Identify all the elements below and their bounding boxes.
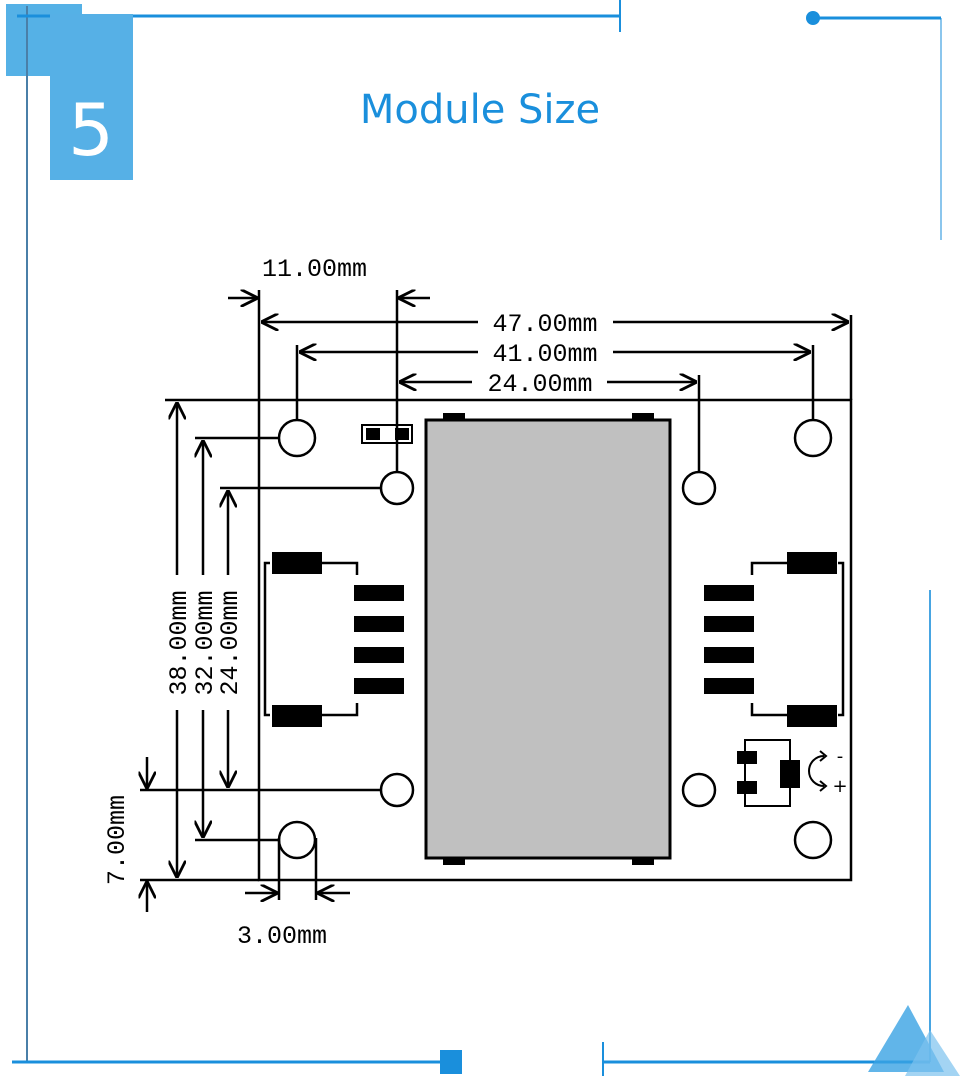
dim-label-47: 47.00mm [492,310,597,339]
polarity-arrow-icon [808,755,825,787]
module-hole [379,470,415,506]
section-number: 5 [68,88,114,172]
plus-label: + [832,776,847,797]
module-hole [681,470,717,506]
pcb-board: - + [257,398,853,882]
minus-label: - [837,746,844,767]
mounting-hole [277,418,317,458]
mounting-hole [793,418,833,458]
module-hole [379,772,415,808]
dim-label-24: 24.00mm [487,370,592,399]
dim-label-41: 41.00mm [492,340,597,369]
right-connector [704,552,845,727]
dim-label-38: 38.00mm [165,590,194,695]
page-title: Module Size [360,87,600,133]
left-connector [263,552,404,727]
module-body [424,418,672,860]
mounting-hole [793,820,833,860]
dim-label-24v: 24.00mm [216,590,245,695]
dim-label-7: 7.00mm [103,795,132,885]
dim-label-3: 3.00mm [237,922,327,951]
section-number-box [50,14,133,180]
mounting-hole [277,820,317,860]
module-hole [681,772,717,808]
dim-label-32: 32.00mm [191,590,220,695]
capacitor-symbol: - + [737,739,848,807]
dim-label-11: 11.00mm [262,255,367,284]
